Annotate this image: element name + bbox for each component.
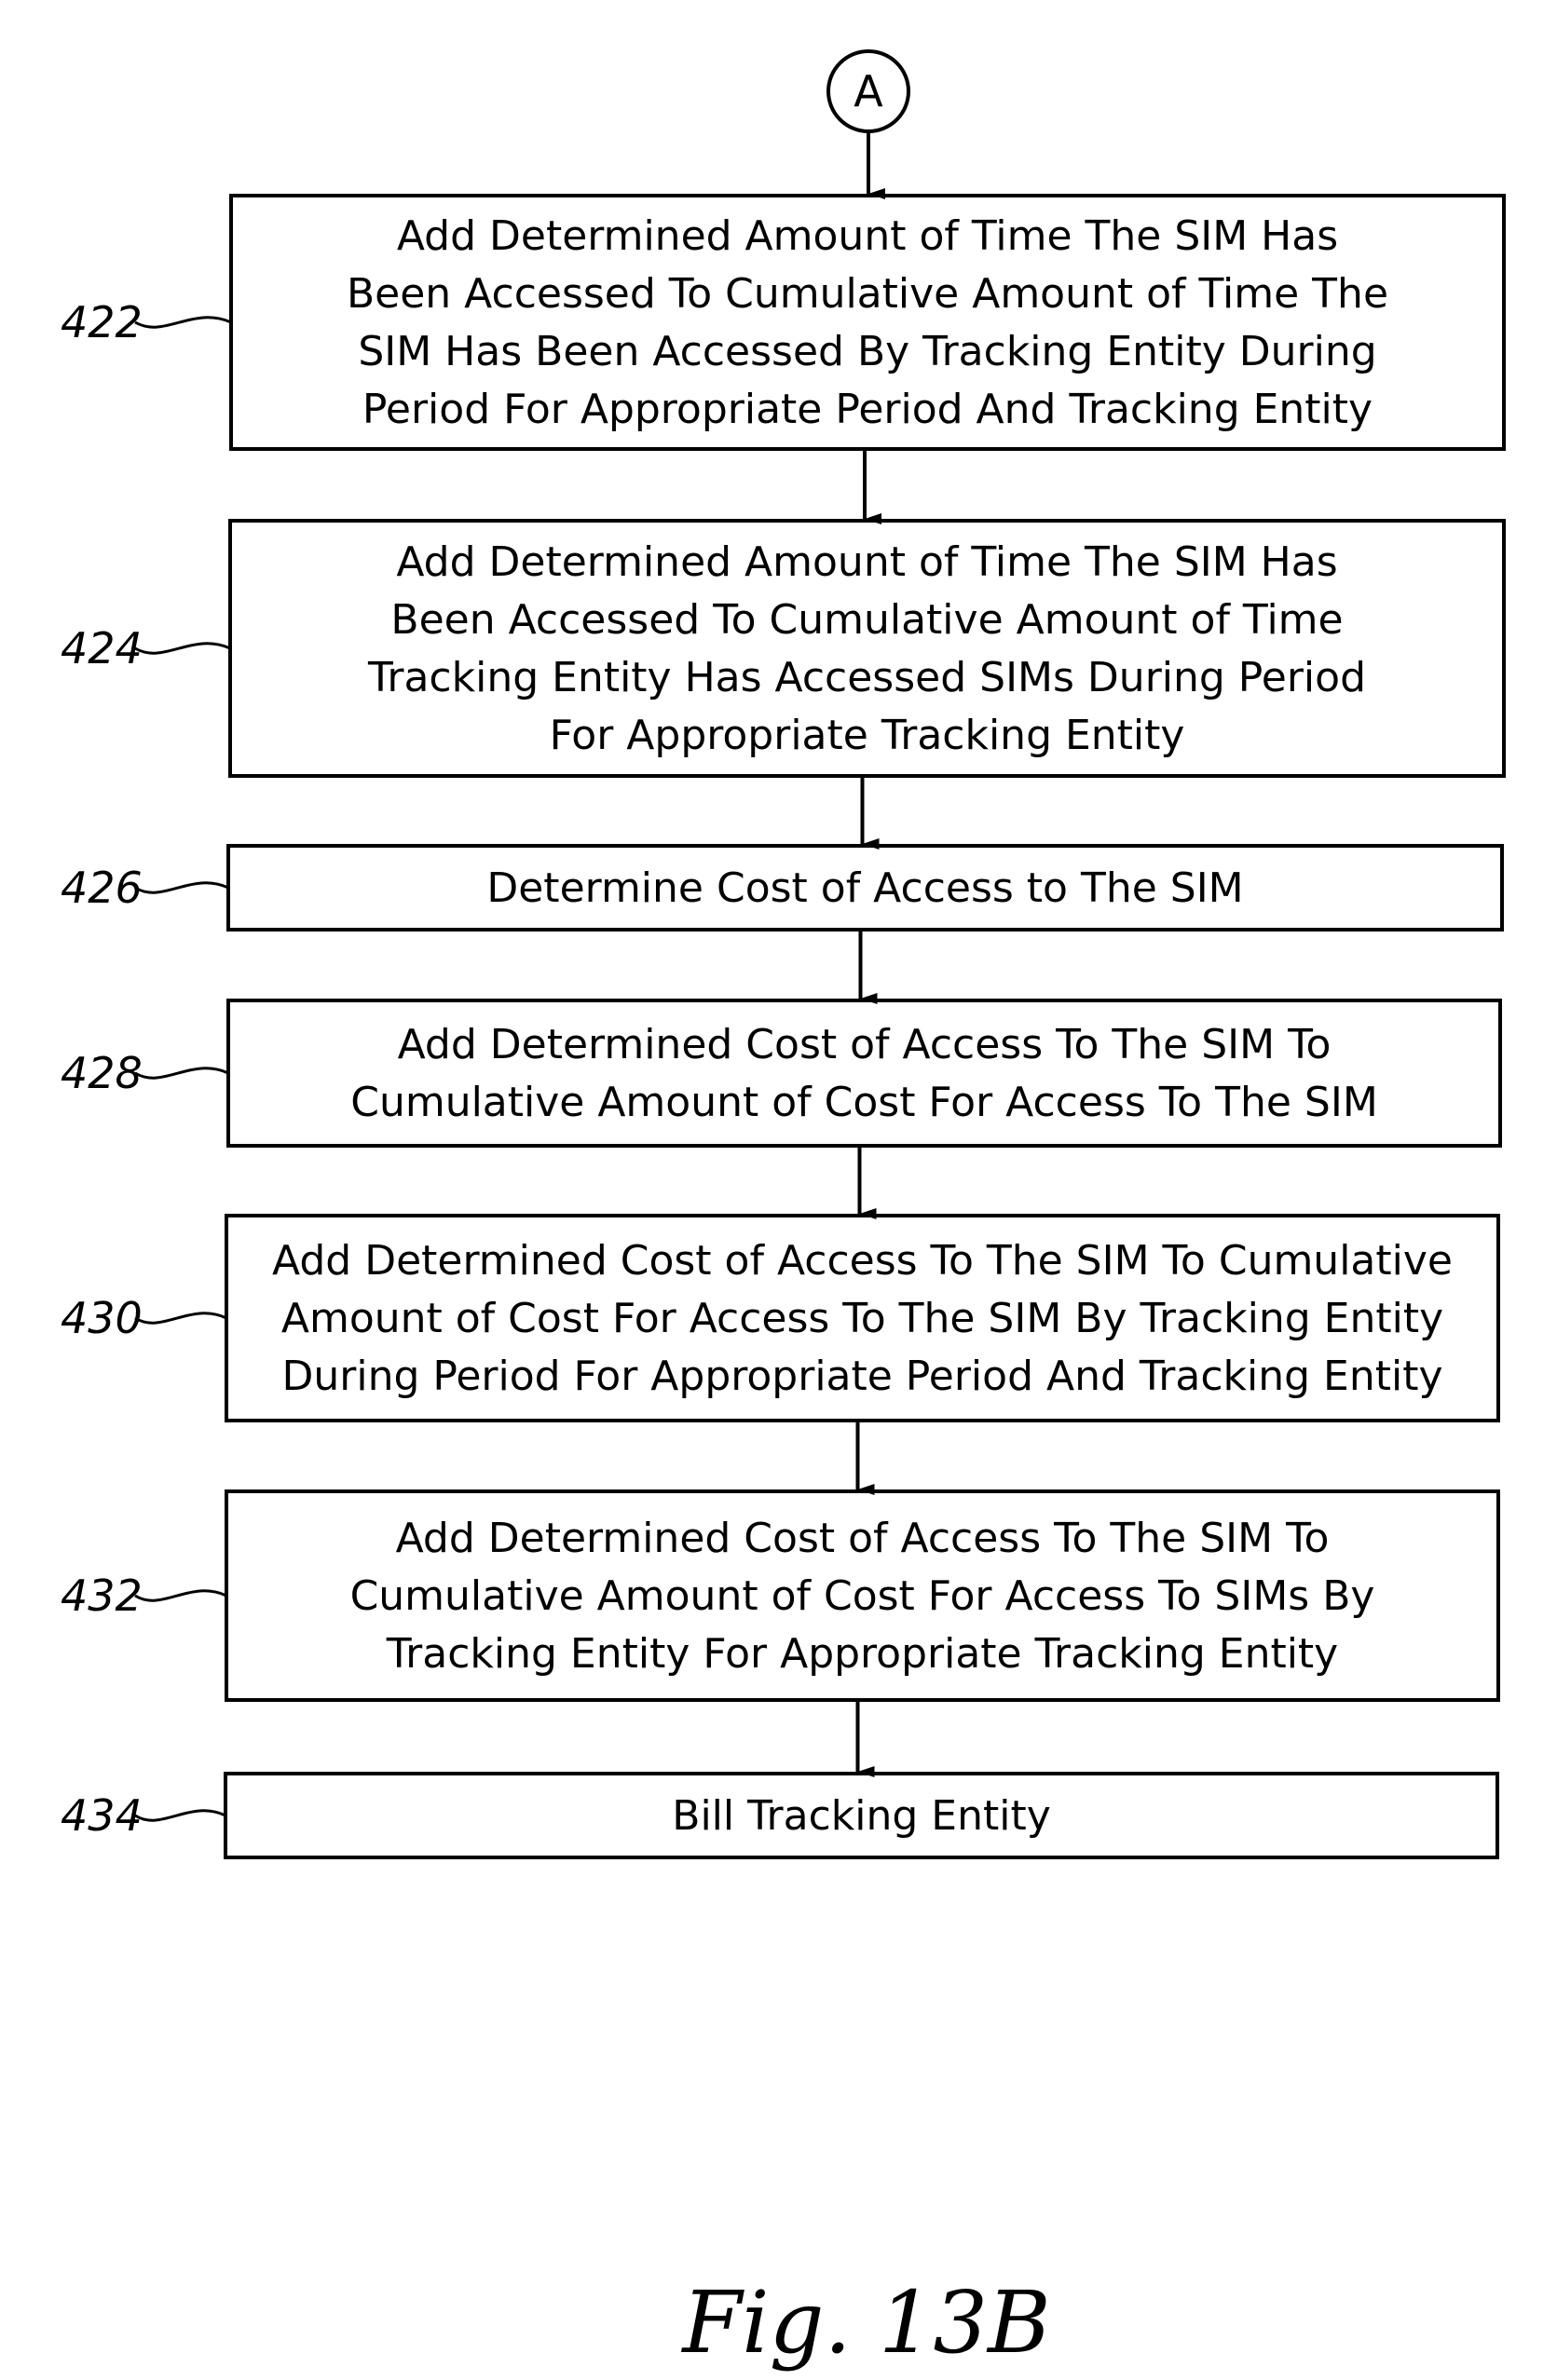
reference-numeral: 426	[61, 863, 143, 913]
process-step-422: Add Determined Amount of Time The SIM Ha…	[229, 194, 1506, 451]
process-step-432: Add Determined Cost of Access To The SIM…	[225, 1489, 1500, 1702]
process-box-line: SIM Has Been Accessed By Tracking Entity…	[358, 328, 1376, 375]
leader-line	[134, 1067, 229, 1080]
process-box-line: Been Accessed To Cumulative Amount of Ti…	[390, 596, 1343, 644]
process-box-line: Tracking Entity For Appropriate Tracking…	[386, 1630, 1338, 1678]
ref-label-428: 428	[61, 1048, 229, 1098]
leader-line	[134, 316, 232, 329]
ref-label-422: 422	[61, 297, 232, 347]
leader-line	[134, 1312, 227, 1325]
process-box-line: Bill Tracking Entity	[672, 1792, 1050, 1840]
process-box-line: Add Determined Cost of Access To The SIM…	[272, 1237, 1453, 1285]
flow-arrows	[855, 131, 885, 1777]
ref-label-434: 434	[61, 1790, 226, 1841]
process-step-428: Add Determined Cost of Access To The SIM…	[226, 999, 1502, 1148]
process-step-426: Determine Cost of Access to The SIM	[226, 844, 1504, 932]
ref-label-424: 424	[61, 623, 231, 673]
process-box-line: Period For Appropriate Period And Tracki…	[362, 386, 1373, 433]
process-step-434: Bill Tracking Entity	[224, 1772, 1499, 1859]
reference-numeral: 434	[61, 1790, 143, 1841]
process-box-line: Add Determined Amount of Time The SIM Ha…	[397, 212, 1338, 260]
reference-numeral: 430	[61, 1293, 143, 1343]
ref-label-430: 430	[61, 1293, 227, 1343]
figure-caption: Fig. 13B	[680, 2273, 1050, 2373]
process-box-line: Add Determined Cost of Access To The SIM…	[396, 1515, 1330, 1562]
process-box-line: Add Determined Amount of Time The SIM Ha…	[396, 538, 1337, 586]
process-box-line: During Period For Appropriate Period And…	[281, 1353, 1442, 1400]
leader-line	[134, 1589, 227, 1602]
process-box-line: Cumulative Amount of Cost For Access To …	[350, 1572, 1375, 1620]
reference-numeral: 432	[61, 1571, 143, 1621]
ref-label-426: 426	[61, 863, 229, 913]
process-box-line: Add Determined Cost of Access To The SIM…	[398, 1021, 1332, 1068]
connector-label: A	[854, 66, 883, 116]
leader-line	[134, 1809, 226, 1822]
process-box-line: Been Accessed To Cumulative Amount of Ti…	[347, 270, 1388, 318]
ref-label-432: 432	[61, 1571, 227, 1621]
process-step-430: Add Determined Cost of Access To The SIM…	[225, 1214, 1500, 1422]
process-step-424: Add Determined Amount of Time The SIM Ha…	[228, 519, 1506, 778]
leader-line	[134, 881, 229, 894]
process-box-line: Determine Cost of Access to The SIM	[486, 864, 1243, 912]
process-boxes: Add Determined Amount of Time The SIM Ha…	[224, 194, 1506, 1859]
reference-numeral: 422	[61, 297, 143, 347]
reference-numeral: 428	[61, 1048, 143, 1098]
process-box-line: For Appropriate Tracking Entity	[550, 712, 1185, 759]
offpage-connector: A	[826, 49, 910, 133]
leader-line	[134, 642, 231, 655]
process-box-line: Amount of Cost For Access To The SIM By …	[281, 1295, 1443, 1342]
process-box-line: Cumulative Amount of Cost For Access To …	[350, 1079, 1378, 1126]
process-box-line: Tracking Entity Has Accessed SIMs During…	[367, 654, 1366, 701]
reference-labels: 422 424 426 428 430 432 434	[61, 297, 232, 1841]
reference-numeral: 424	[61, 623, 143, 673]
